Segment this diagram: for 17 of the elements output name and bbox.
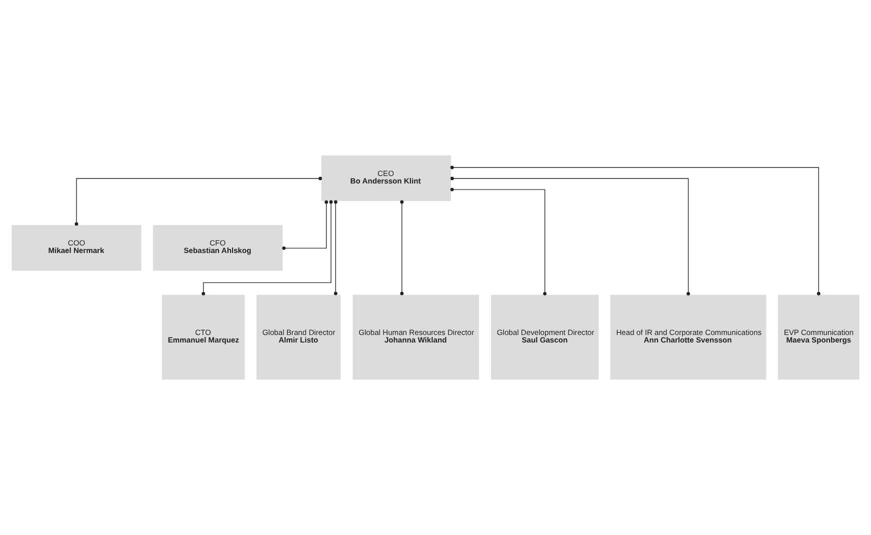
- connector: [282, 200, 328, 250]
- node-box: Global Brand Director Almir Listo: [256, 294, 341, 380]
- node-box: CEO Bo Andersson Klint: [321, 155, 452, 201]
- connector: [450, 166, 820, 296]
- connector: [74, 176, 322, 226]
- node-box: Head of IR and Corporate Communications Ann Charlotte Svensson: [610, 294, 766, 380]
- node-box: Global Development Director Saul Gascon: [491, 294, 599, 380]
- connector: [202, 200, 333, 296]
- connector: [400, 200, 404, 296]
- connector: [334, 200, 338, 296]
- node-box: Global Human Resources Director Johanna Wikland: [352, 294, 479, 380]
- node-box: COO Mikael Nermark: [12, 225, 142, 271]
- connector: [450, 176, 690, 296]
- node-box: CTO Emmanuel Marquez: [162, 294, 245, 380]
- connector: [450, 188, 547, 296]
- node-box: CFO Sebastian Ahlskog: [153, 225, 283, 271]
- node-box: EVP Communication Maeva Sponbergs: [778, 294, 860, 380]
